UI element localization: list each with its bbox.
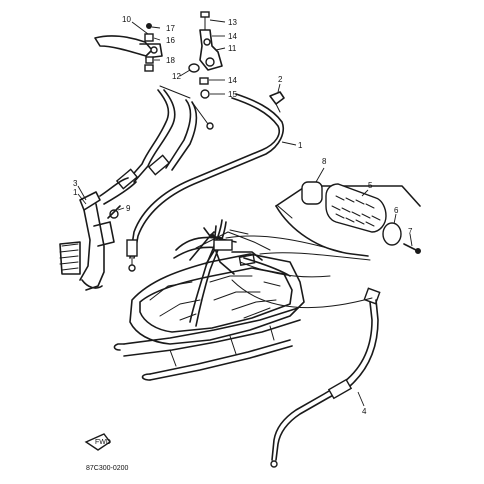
fwd-label: FWD <box>95 439 111 446</box>
leader-lines <box>225 205 373 309</box>
callout-14a: 14 <box>228 32 237 41</box>
chassis-frame <box>113 231 305 381</box>
callout-11: 11 <box>228 44 237 53</box>
callout-16: 16 <box>166 36 175 45</box>
callout-3: 3 <box>73 179 78 188</box>
callout-13: 13 <box>228 18 237 27</box>
callout-7: 7 <box>408 227 413 236</box>
callout-3-sub: 1 <box>73 188 78 197</box>
cable-clip-part <box>269 83 285 113</box>
throttle-cable <box>126 93 297 272</box>
callout-15: 15 <box>228 90 237 99</box>
internal-cables <box>189 219 291 327</box>
callout-18: 18 <box>166 56 175 65</box>
callout-1: 1 <box>298 141 303 150</box>
callout-14b: 14 <box>228 76 237 85</box>
brake-lever-assembly <box>94 11 226 99</box>
callouts: 10 17 16 18 13 14 11 12 14 15 2 1 8 5 6 … <box>73 15 413 416</box>
callout-12: 12 <box>172 72 181 81</box>
callout-9: 9 <box>126 204 131 213</box>
fwd-arrow-icon: FWD <box>84 433 112 451</box>
handlebar-grip-assembly <box>275 167 421 257</box>
callout-8: 8 <box>322 157 327 166</box>
callout-5: 5 <box>368 181 373 190</box>
callout-6: 6 <box>394 206 399 215</box>
callout-4: 4 <box>362 407 367 416</box>
drawing-code: 87C300-0200 <box>86 465 129 472</box>
cable-bundle <box>115 85 214 190</box>
callout-10: 10 <box>122 15 131 24</box>
callout-17: 17 <box>166 24 175 33</box>
throttle-housing-assembly <box>59 177 137 291</box>
callout-2: 2 <box>278 75 283 84</box>
brake-cable <box>270 287 381 468</box>
